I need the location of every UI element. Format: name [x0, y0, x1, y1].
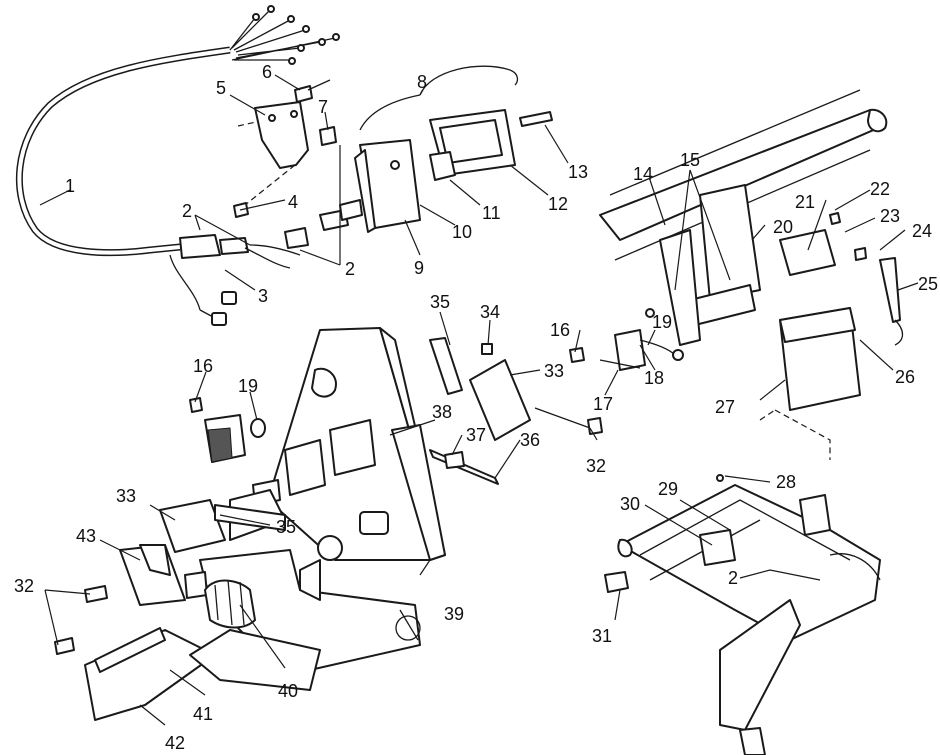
- callout-5: 5: [216, 78, 226, 98]
- callout-27: 27: [715, 397, 735, 417]
- callout-17: 17: [593, 394, 613, 414]
- callout-32a: 32: [586, 456, 606, 476]
- callout-33b: 33: [116, 486, 136, 506]
- wiring-harness: [15, 5, 340, 326]
- callout-10: 10: [452, 222, 472, 242]
- plate-bracket: [233, 79, 337, 218]
- callout-7: 7: [318, 97, 328, 117]
- callout-40: 40: [278, 681, 298, 701]
- callout-26: 26: [895, 367, 915, 387]
- callout-labels: 1 2 2 2 3 4 5 6 7 8 9 10 11 12 13 14 15 …: [14, 62, 938, 753]
- callout-15: 15: [680, 150, 700, 170]
- callout-18: 18: [644, 368, 664, 388]
- callout-16a: 16: [550, 320, 570, 340]
- callout-23: 23: [880, 206, 900, 226]
- callout-24: 24: [912, 221, 932, 241]
- callout-21: 21: [795, 192, 815, 212]
- callout-8: 8: [417, 72, 427, 92]
- callout-4: 4: [288, 192, 298, 212]
- module-upper: [429, 337, 603, 441]
- callout-22: 22: [870, 179, 890, 199]
- callout-32b: 32: [14, 576, 34, 596]
- callout-19a: 19: [652, 312, 672, 332]
- callout-6: 6: [262, 62, 272, 82]
- module-lower: [54, 499, 286, 655]
- callout-37: 37: [466, 425, 486, 445]
- callout-2b: 2: [345, 259, 355, 279]
- callout-19b: 19: [238, 376, 258, 396]
- lower-frame: [604, 474, 881, 755]
- callout-11: 11: [482, 203, 501, 223]
- callout-13: 13: [568, 162, 588, 182]
- callout-14: 14: [633, 164, 653, 184]
- callout-35b: 35: [276, 517, 296, 537]
- taillight-assembly: [319, 65, 553, 233]
- callout-2c: 2: [728, 568, 738, 588]
- bolt-rod: [429, 449, 499, 485]
- battery-frame: [569, 89, 904, 460]
- callout-31: 31: [592, 626, 612, 646]
- leader-lines: [39, 74, 919, 726]
- callout-41: 41: [193, 704, 213, 724]
- callout-36: 36: [520, 430, 540, 450]
- callout-1: 1: [65, 176, 75, 196]
- callout-29: 29: [658, 479, 678, 499]
- callout-38: 38: [432, 402, 452, 422]
- callout-9: 9: [414, 258, 424, 278]
- callout-34: 34: [480, 302, 500, 322]
- callout-39: 39: [444, 604, 464, 624]
- callout-43: 43: [76, 526, 96, 546]
- callout-20: 20: [773, 217, 793, 237]
- callout-25: 25: [918, 274, 938, 294]
- callout-42: 42: [165, 733, 185, 753]
- callout-12: 12: [548, 194, 568, 214]
- callout-16b: 16: [193, 356, 213, 376]
- callout-28: 28: [776, 472, 796, 492]
- callout-35a: 35: [430, 292, 450, 312]
- relay: [189, 397, 266, 463]
- callout-2a: 2: [182, 201, 192, 221]
- callout-30: 30: [620, 494, 640, 514]
- callout-3: 3: [258, 286, 268, 306]
- callout-33a: 33: [544, 361, 564, 381]
- tow-bar: [84, 579, 321, 721]
